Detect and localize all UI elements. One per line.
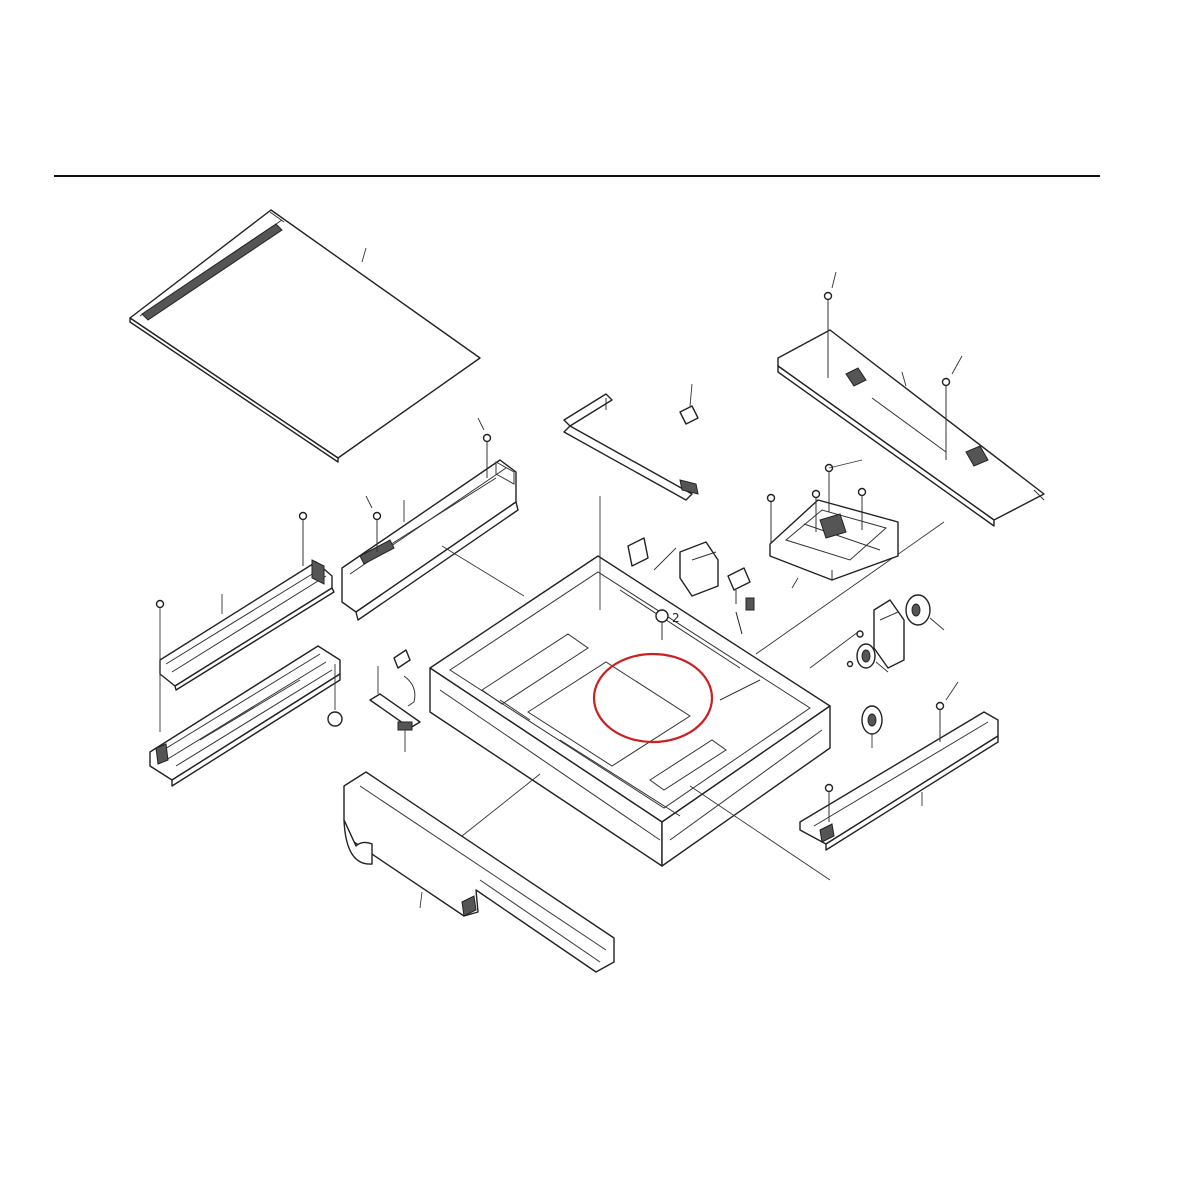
lower-left-guide-assembly[interactable] (149, 645, 341, 787)
leader-rear-plate (901, 371, 907, 387)
front-cover[interactable] (343, 771, 615, 973)
small-actuator[interactable] (727, 567, 755, 611)
gear-medium[interactable] (856, 643, 876, 669)
screw-far-left[interactable] (155, 599, 165, 733)
center-pin[interactable] (627, 537, 649, 567)
screw-left-rail[interactable] (298, 511, 308, 567)
small-latch[interactable] (679, 383, 699, 425)
coil-spring[interactable] (735, 611, 743, 635)
small-clip[interactable] (393, 649, 411, 669)
center-housing[interactable] (679, 541, 719, 597)
leader-screw-b (477, 417, 485, 431)
screw-right-rail-b[interactable] (824, 783, 834, 823)
main-tray-frame[interactable] (429, 555, 831, 867)
right-front-rail[interactable] (799, 711, 999, 851)
rear-right-plate[interactable] (777, 329, 1045, 527)
leader-screw-c (831, 271, 837, 289)
leader-front-cover (419, 891, 423, 909)
screw-rear-left-b[interactable] (482, 433, 492, 479)
spring-screw[interactable] (397, 721, 413, 752)
screw-drive-b[interactable] (811, 489, 821, 533)
leader-drive-screws (828, 459, 863, 469)
screw-right-rail-a[interactable] (935, 701, 945, 743)
gear-screw[interactable] (846, 630, 864, 668)
leader-screw-a (365, 495, 373, 509)
gear-small[interactable] (861, 705, 883, 748)
leader-top-cover (361, 247, 367, 263)
top-cover-plate[interactable] (129, 209, 481, 463)
screw-rear-plate-b[interactable] (941, 377, 951, 461)
screw-rear-plate-a[interactable] (823, 291, 833, 379)
leader-frame-cover (461, 773, 541, 837)
release-lever[interactable] (369, 666, 421, 729)
leader-frame-gear (809, 631, 859, 669)
index-number: 2 (672, 611, 680, 625)
leader-frame-drive (755, 521, 945, 655)
round-spacer[interactable] (327, 711, 343, 727)
leader-frame-rail (441, 545, 525, 597)
leader-gear-large (929, 617, 945, 631)
gear-large[interactable] (905, 594, 931, 626)
index-marker: 2 (655, 609, 680, 640)
screw-drive-a[interactable] (766, 493, 776, 545)
left-rail-bracket[interactable] (159, 559, 335, 691)
right-drive-assembly[interactable] (769, 499, 899, 589)
leader-frame-top (653, 547, 677, 571)
screw-drive-d[interactable] (857, 487, 867, 531)
upper-middle-bracket[interactable] (563, 393, 699, 501)
highlight-callout (592, 652, 714, 744)
leader-gear-medium (875, 661, 889, 673)
gear-bracket[interactable] (873, 599, 905, 669)
leader-screw-e (945, 681, 959, 701)
leader-frame-front (689, 785, 831, 881)
screw-rear-left-a[interactable] (372, 511, 382, 553)
leader-screw-d (951, 355, 963, 375)
rear-left-rail[interactable] (341, 459, 519, 621)
